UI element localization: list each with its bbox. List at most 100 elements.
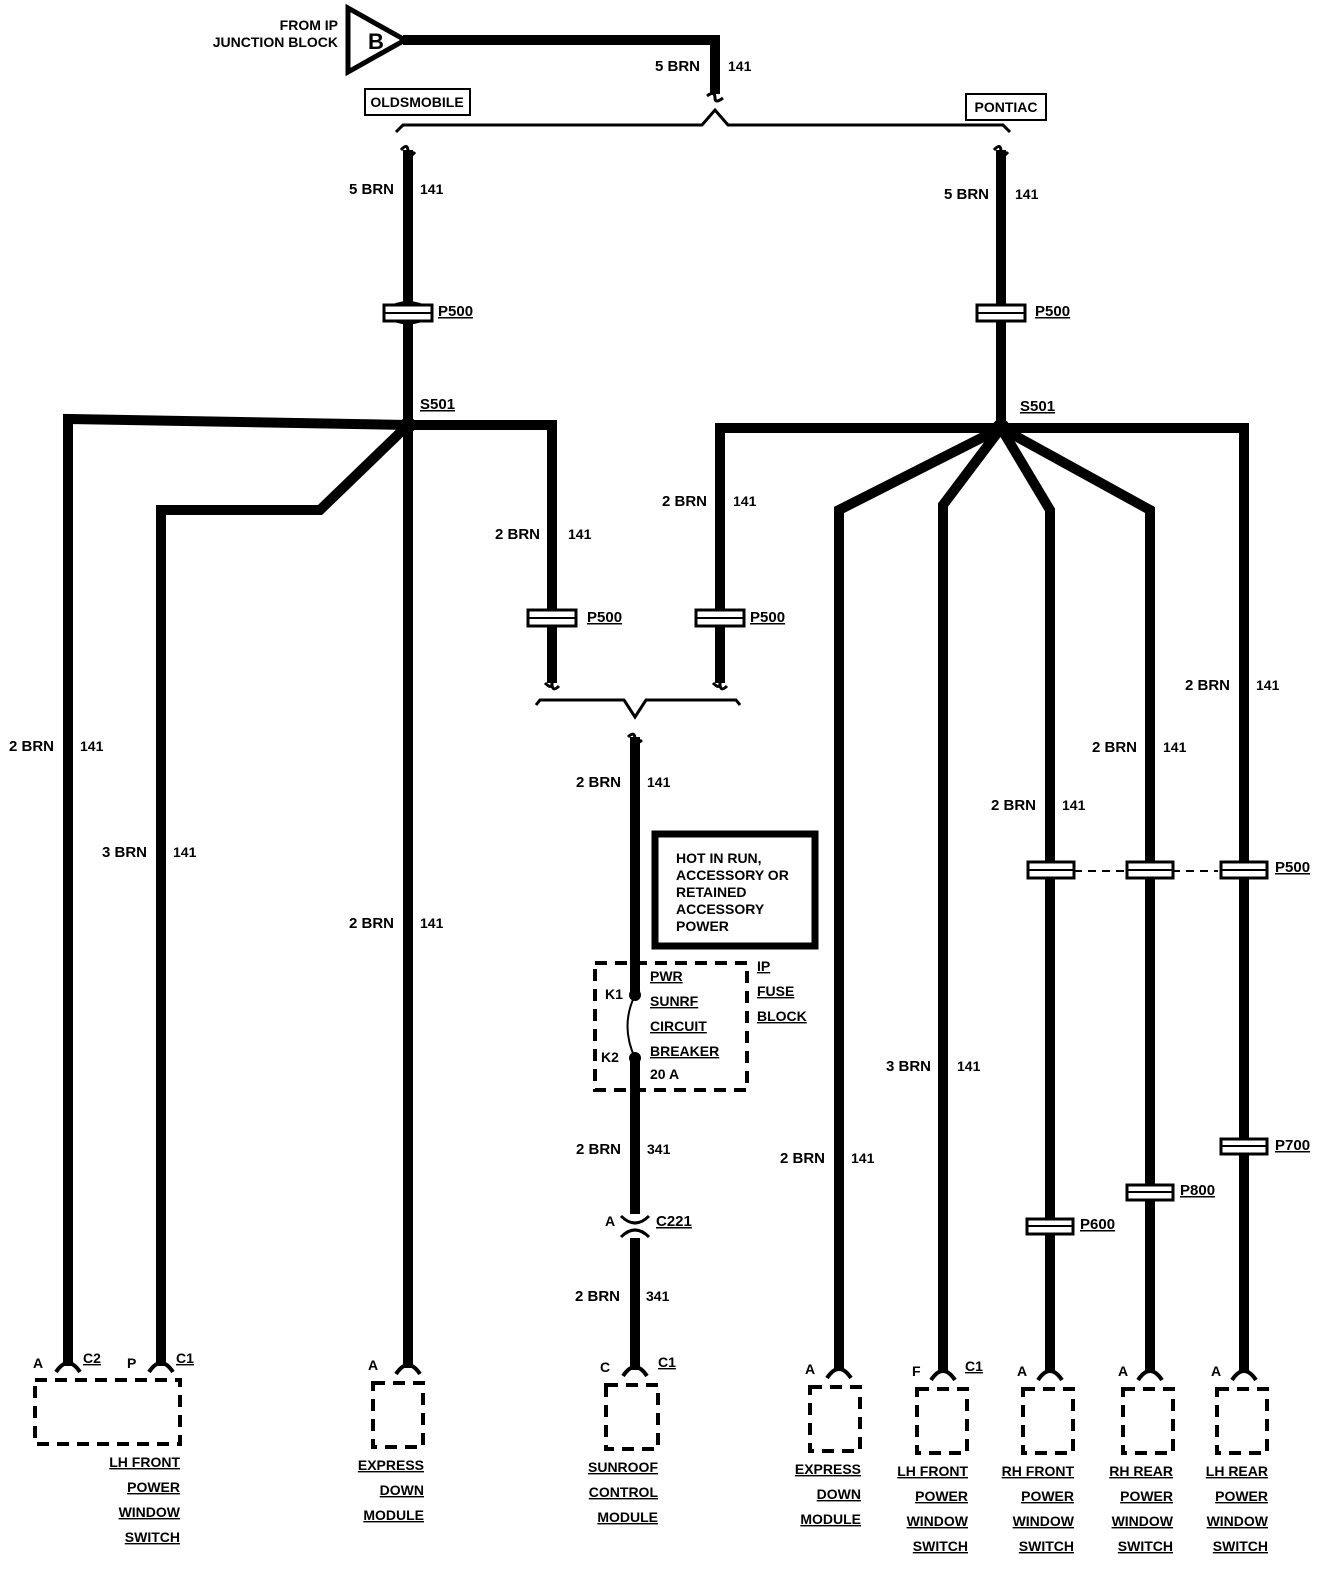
right-wire-lhf: [938, 424, 1005, 1372]
center-merge-bracket: [534, 698, 742, 720]
right-wire-rhf-circuit: 141: [1062, 797, 1086, 813]
breaker-text-2: SUNRF: [650, 993, 699, 1009]
rhr-name-4: SWITCH: [1118, 1538, 1173, 1554]
left-main-circuit: 141: [420, 181, 444, 197]
left-p500-label: P500: [438, 303, 473, 320]
right-wire-exp: [834, 423, 1004, 1370]
rhr-p800-label: P800: [1180, 1182, 1215, 1199]
sunroof-name-2: CONTROL: [589, 1484, 659, 1500]
c221-connector: [619, 1214, 651, 1239]
lhr-name-3: WINDOW: [1207, 1513, 1269, 1529]
hot-note-line-2: ACCESSORY OR: [676, 867, 789, 883]
rhf-p500-connector: [1026, 860, 1076, 880]
lhf-left-name-4: SWITCH: [125, 1529, 180, 1545]
fuse-block-text-1: IP: [757, 958, 770, 974]
left-s501-label: S501: [420, 396, 455, 413]
source-circuit: 141: [728, 58, 752, 74]
lhf-left-conn-c1: C1: [176, 1350, 194, 1366]
lhf-left-conn-c2: C2: [83, 1350, 101, 1366]
c221-label: C221: [656, 1213, 692, 1230]
lhf-left-pin-a: A: [33, 1355, 43, 1371]
right-wire-lhr-label: 2 BRN: [1185, 677, 1230, 694]
pontiac-label-box: PONTIAC: [965, 93, 1047, 121]
hot-note-line-5: POWER: [676, 918, 729, 934]
left-wire-a-circuit: 141: [80, 738, 104, 754]
sunroof-conn-c1: C1: [658, 1354, 676, 1370]
rhf-name-1: RH FRONT: [1002, 1463, 1075, 1479]
left-wire-b: [156, 421, 412, 1366]
component-sunroof-control-module: C C1 SUNROOF CONTROL MODULE: [588, 1354, 676, 1525]
fuse-pin-k1-label: K1: [605, 986, 623, 1002]
rhr-p500-connector: [1125, 860, 1175, 880]
left-wire-d-circuit: 141: [568, 526, 592, 542]
breaker-text-5: 20 A: [650, 1066, 679, 1082]
right-s501-label: S501: [1020, 398, 1055, 415]
exp-left-pin-a: A: [368, 1357, 378, 1373]
source-triangle-symbol: B: [345, 3, 411, 77]
right-main-wire-label: 5 BRN: [944, 186, 989, 203]
left-wire-c-label: 2 BRN: [349, 915, 394, 932]
right-p500-connector: [975, 303, 1027, 323]
right-p500-label: P500: [1035, 303, 1070, 320]
source-text-1: FROM IP: [280, 17, 338, 33]
exp-left-name-1: EXPRESS: [358, 1457, 424, 1473]
rhr-name-3: WINDOW: [1112, 1513, 1174, 1529]
lhr-p500-connector: [1219, 860, 1269, 880]
lhr-name-4: SWITCH: [1213, 1538, 1268, 1554]
rhf-pin-a: A: [1017, 1363, 1027, 1379]
right-wire-rhf: [996, 425, 1055, 1372]
right-wire-lhr: [1001, 423, 1249, 1372]
right-wire-lhf-circuit: 141: [957, 1058, 981, 1074]
lhf-right-name-4: SWITCH: [913, 1538, 968, 1554]
left-wire-a-label: 2 BRN: [9, 738, 54, 755]
right-p500-group-label: P500: [1275, 859, 1310, 876]
exp-left-name-3: MODULE: [363, 1507, 424, 1523]
source-wire-break: [706, 91, 724, 103]
fuse-block-text-2: FUSE: [757, 983, 794, 999]
c221-pin-label: A: [605, 1213, 615, 1229]
exp-left-name-2: DOWN: [380, 1482, 424, 1498]
component-lh-front-switch-right: F C1 LH FRONT POWER WINDOW SWITCH: [897, 1358, 983, 1554]
lhf-right-conn-c1: C1: [965, 1358, 983, 1374]
lhr-name-1: LH REAR: [1206, 1463, 1268, 1479]
left-d-p500-connector: [526, 608, 578, 628]
breaker-text-3: CIRCUIT: [650, 1018, 707, 1034]
exp-right-name-2: DOWN: [817, 1486, 861, 1502]
sunroof-pin-c: C: [600, 1359, 610, 1375]
sunroof-name-3: MODULE: [597, 1509, 658, 1525]
center-bottom-wire-label: 2 BRN: [575, 1288, 620, 1305]
component-express-down-left: A EXPRESS DOWN MODULE: [358, 1357, 425, 1523]
oldsmobile-label: OLDSMOBILE: [370, 94, 463, 110]
lhf-left-pin-p: P: [127, 1355, 136, 1371]
left-wire-d-label: 2 BRN: [495, 526, 540, 543]
left-wire-b-label: 3 BRN: [102, 844, 147, 861]
lhr-pin-a: A: [1211, 1363, 1221, 1379]
hot-note-line-1: HOT IN RUN,: [676, 850, 762, 866]
fuse-block-text-3: BLOCK: [757, 1008, 807, 1024]
hot-note-box: HOT IN RUN, ACCESSORY OR RETAINED ACCESS…: [651, 830, 819, 950]
rhf-p600-connector: [1025, 1217, 1075, 1236]
exp-right-pin-a: A: [805, 1361, 815, 1377]
component-express-down-right: A EXPRESS DOWN MODULE: [795, 1361, 862, 1527]
pontiac-label: PONTIAC: [975, 99, 1038, 115]
center-mid-wire-label: 2 BRN: [576, 1141, 621, 1158]
component-rh-rear-switch: A RH REAR POWER WINDOW SWITCH: [1109, 1363, 1175, 1554]
breaker-text-1: PWR: [650, 968, 683, 984]
lhf-right-name-2: POWER: [915, 1488, 968, 1504]
lhf-right-name-1: LH FRONT: [897, 1463, 968, 1479]
oldsmobile-label-box: OLDSMOBILE: [364, 88, 471, 116]
right-wire-rhr: [998, 423, 1155, 1372]
right-wire-rhr-label: 2 BRN: [1092, 739, 1137, 756]
rhf-name-2: POWER: [1021, 1488, 1074, 1504]
source-wire-label: 5 BRN: [655, 58, 700, 75]
left-wire-a: [63, 413, 409, 1366]
component-rh-front-switch: A RH FRONT POWER WINDOW SWITCH: [1002, 1363, 1075, 1554]
right-main-circuit: 141: [1015, 186, 1039, 202]
component-lh-front-switch-left: A C2 P C1 LH FRONT POWER WINDOW SWITCH: [33, 1350, 194, 1545]
hot-note-line-4: ACCESSORY: [676, 901, 765, 917]
right-wire-sunroof: [715, 423, 1001, 683]
exp-right-name-1: EXPRESS: [795, 1461, 861, 1477]
right-wire-lhr-circuit: 141: [1256, 677, 1280, 693]
left-d-wire-break: [543, 681, 561, 691]
right-wire-rhr-circuit: 141: [1163, 739, 1187, 755]
